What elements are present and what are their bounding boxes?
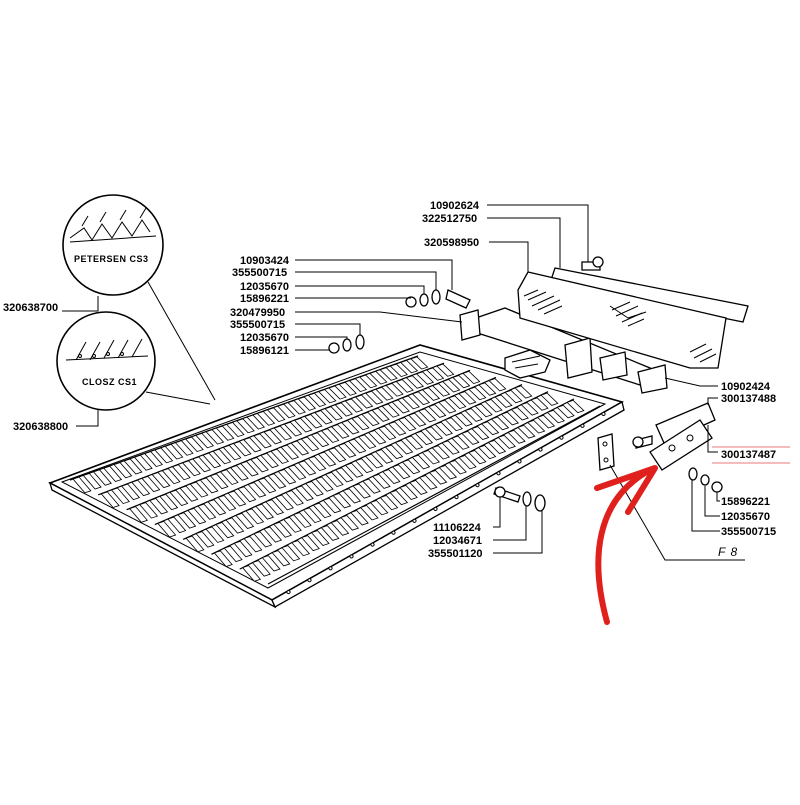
washer-12035670 bbox=[419, 293, 429, 307]
bracket-middle bbox=[564, 337, 593, 379]
callout-320638700: 320638700 bbox=[3, 302, 58, 314]
right-plate-assembly bbox=[632, 402, 723, 493]
washer-12035670-c bbox=[700, 474, 710, 486]
bracket-right bbox=[599, 351, 628, 381]
washer-12034671 bbox=[522, 491, 532, 507]
washer-355500715-b bbox=[355, 334, 365, 350]
callout-320638800: 320638800 bbox=[13, 421, 68, 433]
adjuster-bracket-assembly bbox=[459, 307, 668, 394]
callout-15896221-top: 15896221 bbox=[240, 293, 289, 305]
callout-355500715-top: 355500715 bbox=[232, 267, 287, 279]
washer-12035670-b bbox=[342, 338, 352, 352]
callout-300137488: 300137488 bbox=[721, 393, 776, 405]
callout-10903424: 10903424 bbox=[240, 255, 290, 267]
sieve-louvres bbox=[69, 355, 601, 585]
callout-300137487: 300137487 bbox=[721, 449, 776, 461]
petersen-detail-circle bbox=[62, 194, 164, 296]
highlight-arrow bbox=[594, 465, 658, 625]
closz-label: CLOSZ CS1 bbox=[82, 377, 137, 387]
sieve-assembly bbox=[48, 344, 625, 609]
callout-11106224: 11106224 bbox=[433, 522, 482, 534]
nut-15896121 bbox=[328, 342, 340, 354]
callout-15896121: 15896121 bbox=[240, 345, 289, 357]
callout-355501120: 355501120 bbox=[428, 548, 482, 560]
figure-label: F 8 bbox=[718, 545, 738, 559]
nut-15896221 bbox=[405, 296, 417, 308]
callout-10902624: 10902624 bbox=[430, 200, 480, 212]
callout-12035670-right: 12035670 bbox=[721, 511, 770, 523]
callout-355500715-mid: 355500715 bbox=[230, 319, 285, 331]
leader-lines bbox=[62, 204, 790, 561]
hardware-bottom bbox=[493, 433, 615, 512]
bracket-left bbox=[459, 309, 481, 341]
washer-355500715 bbox=[431, 289, 441, 305]
callout-320479950: 320479950 bbox=[230, 307, 285, 319]
callout-labels: 320638700 320638800 10902624 322512750 3… bbox=[3, 200, 776, 560]
detail-closz: CLOSZ CS1 bbox=[56, 311, 156, 411]
cover-plate-hatching bbox=[523, 289, 717, 363]
clamp-block bbox=[597, 433, 615, 471]
petersen-label: PETERSEN CS3 bbox=[74, 254, 149, 264]
sieve-rivets bbox=[286, 411, 606, 595]
callout-12034671: 12034671 bbox=[433, 535, 482, 547]
callout-320598950: 320598950 bbox=[424, 237, 479, 249]
washer-355500715-c bbox=[688, 467, 698, 481]
closz-detail-circle bbox=[56, 311, 156, 411]
callout-10902424: 10902424 bbox=[721, 381, 771, 393]
detail-petersen: PETERSEN CS3 bbox=[62, 194, 164, 296]
adjuster-lever bbox=[504, 349, 551, 379]
callout-322512750: 322512750 bbox=[422, 213, 477, 225]
hardware-left bbox=[328, 289, 471, 354]
callout-12035670-mid: 12035670 bbox=[240, 332, 289, 344]
washer-355501120 bbox=[534, 494, 546, 512]
sieve-inner-frame bbox=[60, 351, 607, 589]
sieve-right-rail bbox=[271, 401, 625, 608]
cover-notch bbox=[609, 305, 647, 319]
plate-300137488 bbox=[655, 402, 716, 444]
callout-15896221-right: 15896221 bbox=[721, 496, 770, 508]
top-bolt-head bbox=[592, 256, 604, 268]
bracket-end bbox=[637, 364, 668, 394]
callout-12035670-top: 12035670 bbox=[240, 281, 289, 293]
nut-15896221-b bbox=[711, 481, 723, 493]
callout-355500715-right: 355500715 bbox=[721, 526, 776, 538]
bolt-10903424 bbox=[445, 289, 471, 309]
plate-300137487 bbox=[649, 419, 713, 471]
